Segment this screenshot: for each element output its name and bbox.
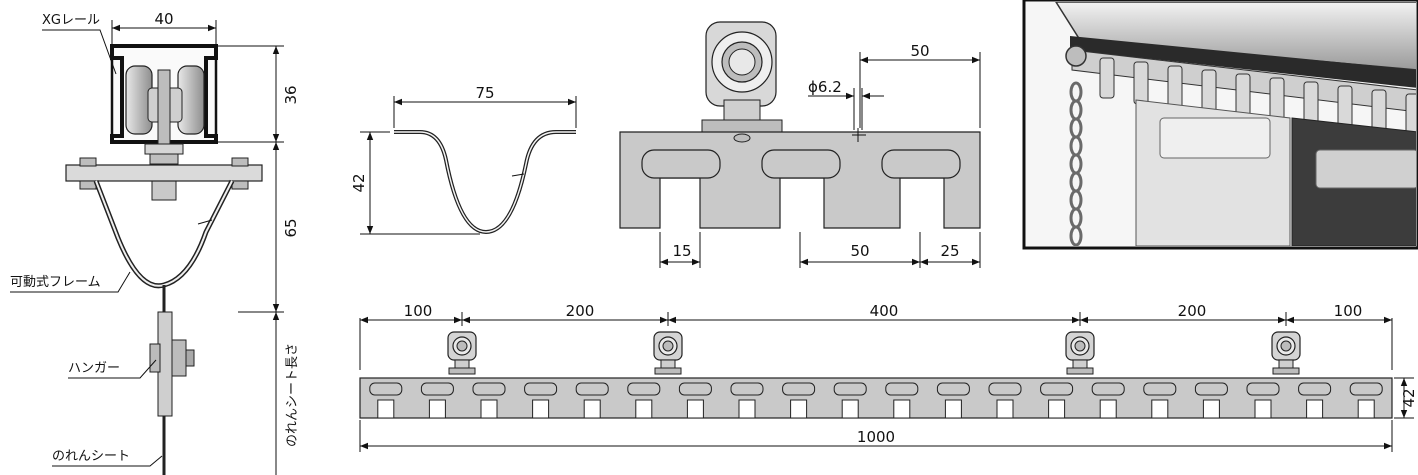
plate-notch bbox=[1202, 399, 1220, 419]
mount-plate bbox=[65, 164, 263, 182]
plate-notch bbox=[1048, 399, 1066, 419]
plate-notch bbox=[893, 399, 911, 419]
plate-slot bbox=[627, 382, 661, 396]
plate-slot bbox=[472, 382, 506, 396]
plate-notch bbox=[996, 399, 1014, 419]
curtain-rail-photo bbox=[1022, 0, 1418, 250]
plate-notch bbox=[790, 399, 808, 419]
hanger-detail-view: 50 ϕ6.2 15 50 25 bbox=[619, 21, 981, 268]
plate-notch bbox=[532, 399, 550, 419]
plate-notch bbox=[480, 399, 498, 419]
plate-slot bbox=[1091, 382, 1125, 396]
dim-span-3: 400 bbox=[870, 302, 899, 320]
dim-rail-width: 40 bbox=[154, 10, 173, 28]
full-hanger-view: 100 200 400 200 100 42 1000 bbox=[359, 302, 1418, 452]
plate-notch bbox=[738, 399, 756, 419]
plate-slot bbox=[885, 382, 919, 396]
dim-frame-height: 65 bbox=[282, 218, 300, 237]
plate-slot bbox=[678, 382, 712, 396]
dim-edge-slot: 15 bbox=[672, 242, 691, 260]
plate-slot bbox=[369, 382, 403, 396]
side-section-view: 40 36 65 のれんシート長さ XGレール 可動式フレーム ハンガー のれん… bbox=[10, 10, 300, 475]
plate-notch bbox=[944, 399, 962, 419]
label-hanger: ハンガー bbox=[68, 361, 120, 376]
dim-total-length: 1000 bbox=[857, 428, 895, 446]
plate-notch bbox=[841, 399, 859, 419]
plate-notch bbox=[635, 399, 653, 419]
dim-span-1: 100 bbox=[404, 302, 433, 320]
plate-slot bbox=[1040, 382, 1074, 396]
plate-slot bbox=[1143, 382, 1177, 396]
dim-slot-width: 25 bbox=[940, 242, 959, 260]
plate-notch bbox=[1254, 399, 1272, 419]
dim-slot-pitch: 50 bbox=[850, 242, 869, 260]
roller-2 bbox=[653, 331, 683, 375]
roller-1 bbox=[447, 331, 477, 375]
roller-4 bbox=[1271, 331, 1301, 375]
plate-notch bbox=[1306, 399, 1324, 419]
plate-slot bbox=[988, 382, 1022, 396]
plate-slot bbox=[1349, 382, 1383, 396]
label-movable-frame: 可動式フレーム bbox=[10, 275, 101, 290]
plate-slot bbox=[420, 382, 454, 396]
plate-notch bbox=[428, 399, 446, 419]
plate-slot bbox=[1246, 382, 1280, 396]
dim-frame-profile-height: 42 bbox=[350, 173, 368, 192]
dim-rail-height: 36 bbox=[282, 85, 300, 104]
dim-hole-diameter: ϕ6.2 bbox=[808, 78, 842, 96]
dim-frame-width: 75 bbox=[475, 84, 494, 102]
plate-slot bbox=[1298, 382, 1332, 396]
plate-notch bbox=[1357, 399, 1375, 419]
roller-3 bbox=[1065, 331, 1095, 375]
dim-span-2: 200 bbox=[566, 302, 595, 320]
plate-slot bbox=[524, 382, 558, 396]
plate-notch bbox=[583, 399, 601, 419]
plate-notch bbox=[686, 399, 704, 419]
label-xg-rail: XGレール bbox=[42, 13, 100, 28]
dim-full-height: 42 bbox=[1400, 388, 1418, 407]
plate-notch bbox=[377, 399, 395, 419]
plate-notch bbox=[1099, 399, 1117, 419]
dim-span-5: 100 bbox=[1334, 302, 1363, 320]
frame-profile-view: 75 42 bbox=[350, 84, 577, 235]
dim-hole-pitch: 50 bbox=[910, 42, 929, 60]
plate-slot bbox=[730, 382, 764, 396]
label-sheet-length: のれんシート長さ bbox=[285, 343, 300, 447]
plate-slot bbox=[833, 382, 867, 396]
hanger-plate-detail bbox=[619, 131, 981, 229]
dim-span-4: 200 bbox=[1178, 302, 1207, 320]
plate-notch bbox=[1151, 399, 1169, 419]
plate-slot bbox=[936, 382, 970, 396]
plate-slot bbox=[575, 382, 609, 396]
hanger-plate-full bbox=[359, 377, 1393, 419]
plate-slot bbox=[782, 382, 816, 396]
label-sheet: のれんシート bbox=[52, 449, 130, 464]
plate-slot bbox=[1194, 382, 1228, 396]
